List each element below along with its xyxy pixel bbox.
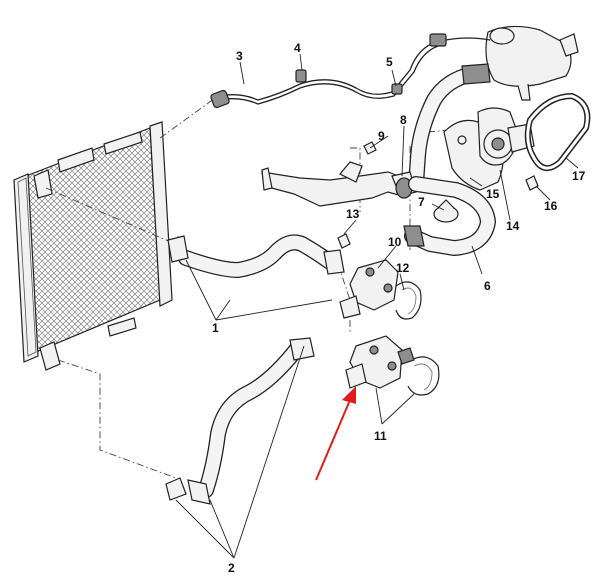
callout-6: 6 [484, 279, 491, 293]
callout-2: 2 [228, 561, 235, 575]
hose-6 [403, 176, 496, 256]
thermostat-housing-lower [345, 335, 440, 396]
hose-1 [167, 234, 345, 278]
tank-hose [408, 63, 491, 192]
coolant-pipe [261, 161, 417, 207]
red-arrow [315, 386, 356, 481]
callout-11: 11 [374, 429, 387, 443]
callout-8: 8 [400, 113, 407, 127]
radiator [13, 121, 173, 371]
callout-4: 4 [294, 41, 301, 55]
callout-1: 1 [212, 321, 219, 335]
callout-5: 5 [386, 55, 393, 69]
leader-lines [175, 53, 579, 559]
callout-15: 15 [486, 187, 500, 201]
callout-12: 12 [396, 261, 410, 275]
drive-belt [524, 92, 591, 171]
callout-17: 17 [572, 169, 586, 183]
thermostat-housing-upper [339, 259, 422, 320]
callout-16: 16 [544, 199, 558, 213]
callout-9: 9 [378, 129, 385, 143]
callout-13: 13 [346, 207, 360, 221]
callout-10: 10 [388, 235, 402, 249]
callout-labels: 1 2 3 4 5 6 7 8 9 10 11 12 13 14 15 16 1… [212, 41, 586, 575]
expansion-tank [445, 25, 579, 101]
water-pump [443, 107, 535, 191]
callout-7: 7 [418, 195, 425, 209]
callout-14: 14 [506, 219, 520, 233]
sensor-harness [210, 33, 447, 109]
hose-2 [165, 337, 315, 505]
callout-3: 3 [236, 49, 243, 63]
